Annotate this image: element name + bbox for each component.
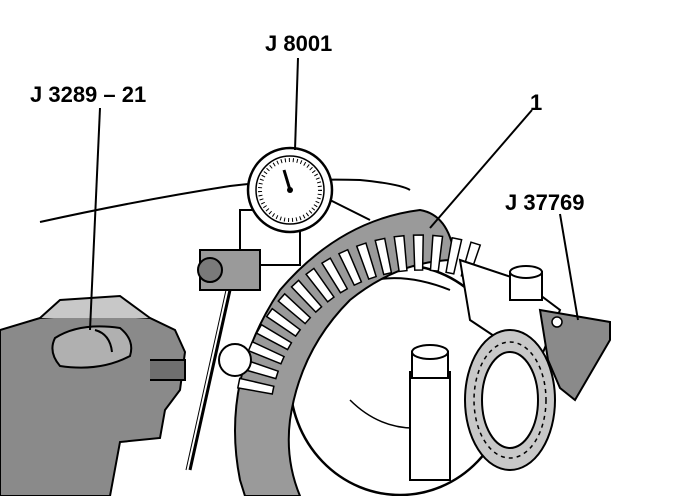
gear-tooth	[355, 242, 378, 280]
gear-tooth	[429, 234, 444, 272]
gear-tooth	[374, 237, 393, 276]
gear-tooth	[305, 267, 335, 303]
gear-tooth	[236, 377, 275, 395]
gear-tooth	[393, 234, 408, 273]
ring-gear	[234, 208, 482, 496]
leader-1	[429, 109, 533, 229]
callout-j3289: J 3289 – 21	[30, 82, 147, 107]
gear-tooth	[445, 236, 463, 275]
gear-tooth	[290, 279, 323, 314]
leader-j3289	[89, 107, 101, 331]
gear-tooth	[247, 340, 286, 365]
gear-tooth	[277, 292, 312, 325]
gear-tooth	[320, 257, 349, 294]
adapter-plate	[538, 308, 611, 402]
gear-tooth	[265, 307, 302, 338]
holding-fixture	[0, 294, 187, 496]
side-bearing	[464, 329, 556, 471]
callout-j8001: J 8001	[265, 31, 333, 56]
callout-part-1: 1	[530, 90, 543, 115]
gear-tooth	[337, 248, 363, 287]
gear-tooth	[255, 323, 293, 351]
callout-j37769: J 37769	[505, 190, 585, 215]
leader-j8001	[294, 57, 299, 151]
magnetic-base	[185, 249, 261, 471]
gear-tooth	[412, 234, 424, 271]
bearing-cap	[409, 258, 562, 481]
leader-j37769	[559, 213, 579, 321]
